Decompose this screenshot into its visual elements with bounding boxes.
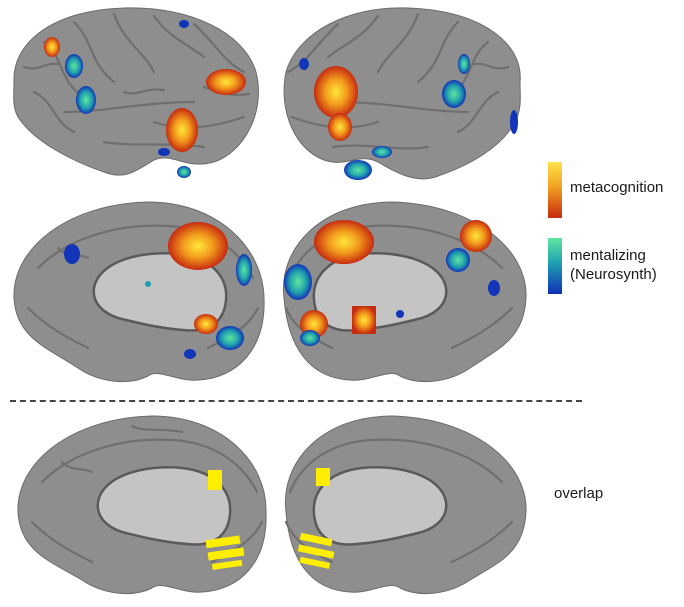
activation-metacognition (206, 69, 246, 95)
overlap-region (299, 532, 333, 547)
activation-mentalizing (442, 80, 466, 108)
overlap-region (205, 535, 241, 549)
activation-mentalizing (458, 54, 470, 74)
activation-metacognition (166, 108, 198, 152)
activation-mentalizing (177, 166, 191, 178)
activation-mentalizing (76, 86, 96, 114)
activation-mentalizing (65, 54, 83, 78)
activation-mentalizing (488, 280, 500, 296)
mentalizing-legend-sublabel: (Neurosynth) (570, 266, 657, 283)
overlap-region (316, 468, 330, 486)
activation-mentalizing (145, 281, 151, 287)
medial-wall (96, 466, 232, 546)
activation-mentalizing (64, 244, 80, 264)
right-medial-brain (282, 201, 527, 382)
right-lateral-brain (283, 7, 521, 180)
overlap-region (299, 556, 331, 569)
left-medial-brain (13, 201, 265, 382)
activation-mentalizing (179, 20, 189, 28)
overlap-region (211, 559, 243, 570)
activation-metacognition (460, 220, 492, 252)
activation-metacognition (44, 37, 60, 57)
activation-metacognition (314, 220, 374, 264)
activation-metacognition (168, 222, 228, 270)
activation-mentalizing (446, 248, 470, 272)
right-medial-overlap-brain (284, 415, 527, 594)
left-lateral-brain (13, 7, 259, 178)
medial-wall (312, 466, 448, 546)
medial-wall (92, 252, 228, 332)
overlap-region (207, 547, 245, 561)
section-divider (10, 400, 582, 402)
activation-mentalizing (344, 160, 372, 180)
overlap-region (208, 470, 222, 490)
metacognition-colorbar (548, 162, 562, 218)
activation-mentalizing (158, 148, 170, 156)
activation-mentalizing (236, 254, 252, 286)
activation-mentalizing (510, 110, 518, 134)
activation-mentalizing (216, 326, 244, 350)
activation-metacognition (352, 306, 376, 334)
activation-metacognition (194, 314, 218, 334)
mentalizing-colorbar (548, 238, 562, 294)
overlap-label: overlap (554, 485, 604, 502)
activation-mentalizing (184, 349, 196, 359)
activation-mentalizing (396, 310, 404, 318)
mentalizing-legend-label: mentalizing (570, 247, 646, 264)
activation-metacognition (314, 66, 358, 118)
overlap-region (297, 544, 335, 559)
activation-mentalizing (372, 146, 392, 158)
activation-mentalizing (299, 58, 309, 70)
activation-metacognition (328, 113, 352, 141)
left-medial-overlap-brain (17, 415, 267, 594)
activation-mentalizing (284, 264, 312, 300)
metacognition-legend-label: metacognition (570, 179, 664, 196)
activation-mentalizing (300, 330, 320, 346)
